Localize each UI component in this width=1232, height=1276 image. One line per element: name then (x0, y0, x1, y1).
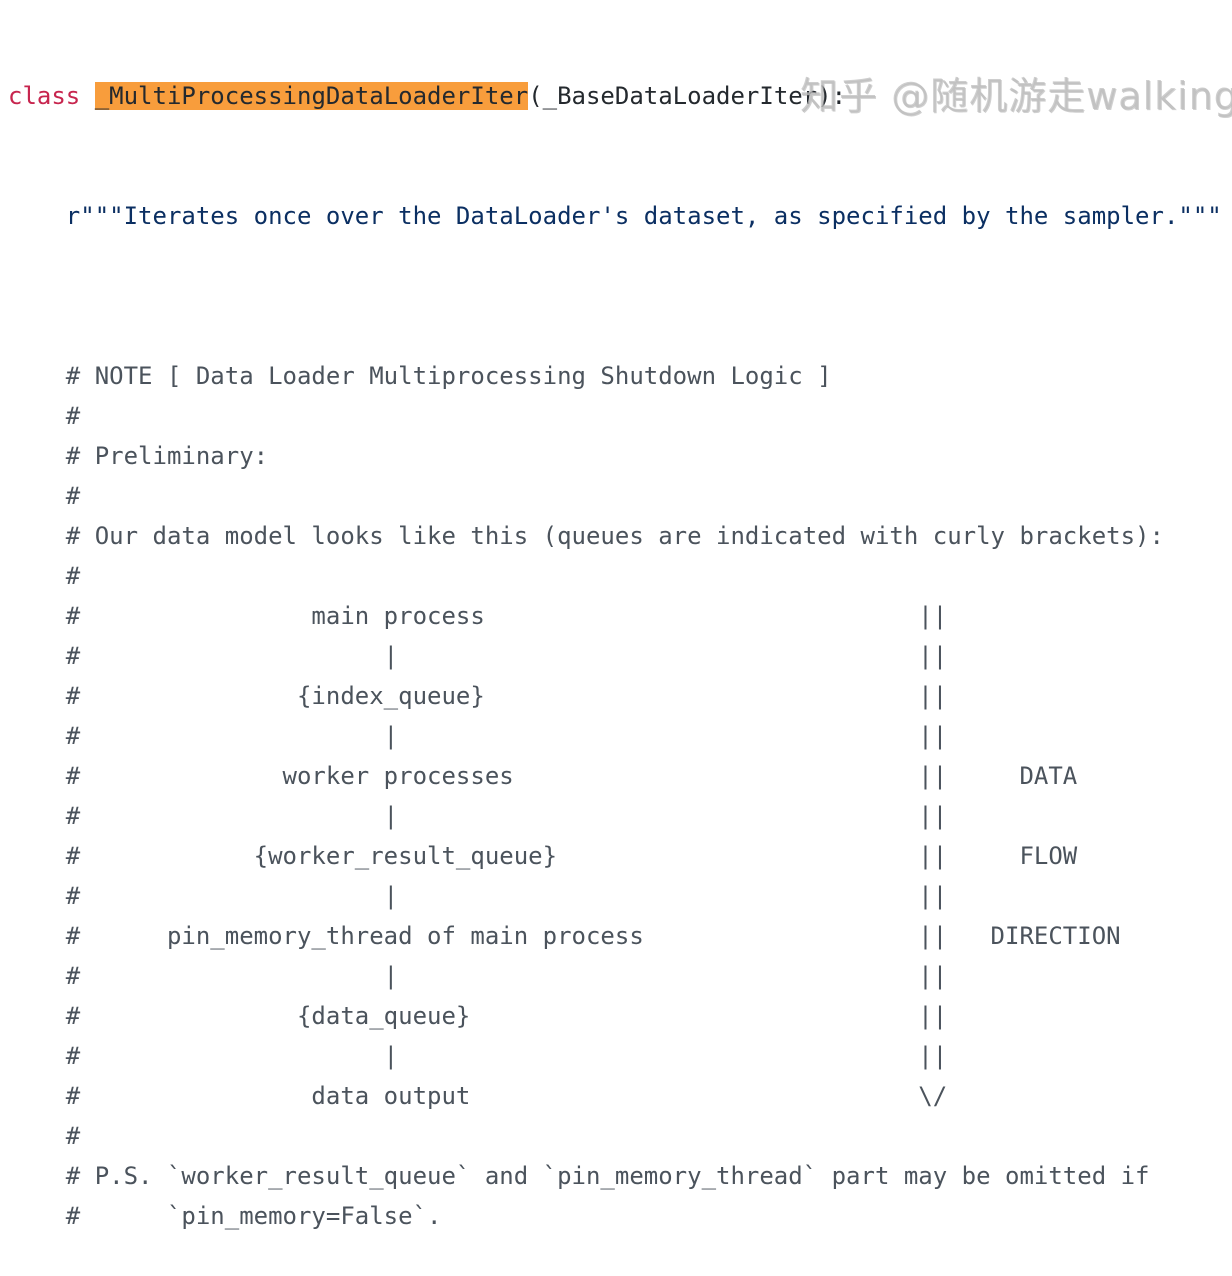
comment-line: # worker processes || DATA (8, 762, 1078, 790)
comment-line: # (8, 1122, 81, 1150)
comment-line: # main process || (8, 602, 948, 630)
comment-line: # | || (8, 962, 948, 990)
comment-line: # | || (8, 1042, 948, 1070)
comment-line: # P.S. `worker_result_queue` and `pin_me… (8, 1162, 1150, 1190)
comment-line: # (8, 562, 81, 590)
comment-line (8, 316, 1222, 356)
comment-line: # | || (8, 642, 948, 670)
watermark: 知乎 @随机游走walking (800, 74, 1232, 118)
comment-line: # {worker_result_queue} || FLOW (8, 842, 1078, 870)
class-base: (_BaseDataLoaderIter): (528, 82, 847, 110)
comment-line: # Our data model looks like this (queues… (8, 522, 1164, 550)
comment-line: # | || (8, 722, 948, 750)
comment-line: # Preliminary: (8, 442, 269, 470)
comment-line: # {index_queue} || (8, 682, 948, 710)
comment-line: # | || (8, 802, 948, 830)
comment-line: # | || (8, 882, 948, 910)
comment-block: # NOTE [ Data Loader Multiprocessing Shu… (8, 316, 1222, 1236)
comment-line: # `pin_memory=False`. (8, 1202, 442, 1230)
comment-line: # (8, 402, 81, 430)
docstring: r"""Iterates once over the DataLoader's … (65, 202, 1222, 230)
comment-line: # (8, 482, 81, 510)
highlighted-class-name[interactable]: _MultiProcessingDataLoaderIter (94, 82, 529, 110)
docstring-line: r"""Iterates once over the DataLoader's … (8, 196, 1222, 236)
indent (8, 202, 66, 230)
code-view: class _MultiProcessingDataLoaderIter(_Ba… (8, 0, 1222, 1276)
comment-line: # {data_queue} || (8, 1002, 948, 1030)
comment-line: # NOTE [ Data Loader Multiprocessing Shu… (8, 362, 832, 390)
comment-line: # pin_memory_thread of main process || D… (8, 922, 1121, 950)
class-keyword: class (8, 82, 81, 110)
class-declaration-line: class _MultiProcessingDataLoaderIter(_Ba… (8, 76, 1222, 116)
comment-line: # data output \/ (8, 1082, 948, 1110)
